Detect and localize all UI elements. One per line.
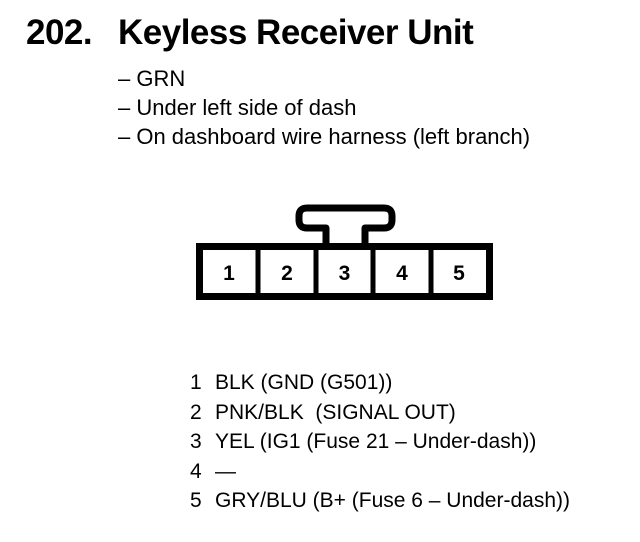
component-notes: – GRN – Under left side of dash – On das… (118, 64, 530, 151)
pinout-pin-number: 1 (190, 371, 202, 394)
connector-body (196, 243, 493, 300)
note-harness: – On dashboard wire harness (left branch… (118, 124, 531, 149)
pinout-row: 1 BLK (GND (G501)) (190, 368, 570, 398)
pinout-list: 1 BLK (GND (G501)) 2 PNK/BLK (SIGNAL OUT… (190, 368, 570, 516)
pin-label-5: 5 (453, 262, 465, 285)
pinout-pin-number: 5 (190, 489, 202, 512)
pin-label-2: 2 (281, 262, 293, 285)
note-color: – GRN (118, 66, 186, 91)
note-location: – Under left side of dash (118, 95, 357, 120)
pinout-description: — (215, 459, 236, 483)
pinout-description: GRY/BLU (B+ (Fuse 6 – Under-dash)) (215, 489, 571, 512)
pin-label-1: 1 (223, 262, 235, 285)
pinout-pin-number: 2 (190, 400, 202, 424)
pin-label-4: 4 (396, 262, 408, 285)
pinout-pin-number: 4 (190, 459, 202, 483)
pinout-row: 2 PNK/BLK (SIGNAL OUT) (190, 398, 570, 428)
pinout-row: 4 — (190, 457, 570, 487)
pinout-pin-number: 3 (190, 430, 202, 453)
page-title: 202. Keyless Receiver Unit (26, 12, 474, 54)
pinout-description: BLK (GND (G501)) (215, 371, 393, 394)
pinout-description: PNK/BLK (SIGNAL OUT) (215, 400, 456, 424)
component-name: Keyless Receiver Unit (118, 13, 474, 52)
pinout-row: 3 YEL (IG1 (Fuse 21 – Under-dash)) (190, 427, 570, 457)
pin-label-3: 3 (339, 262, 351, 285)
connector-lock-tab (295, 204, 396, 244)
pinout-row: 5 GRY/BLU (B+ (Fuse 6 – Under-dash)) (190, 486, 570, 516)
component-number: 202. (26, 13, 93, 52)
pinout-description: YEL (IG1 (Fuse 21 – Under-dash)) (215, 430, 537, 453)
